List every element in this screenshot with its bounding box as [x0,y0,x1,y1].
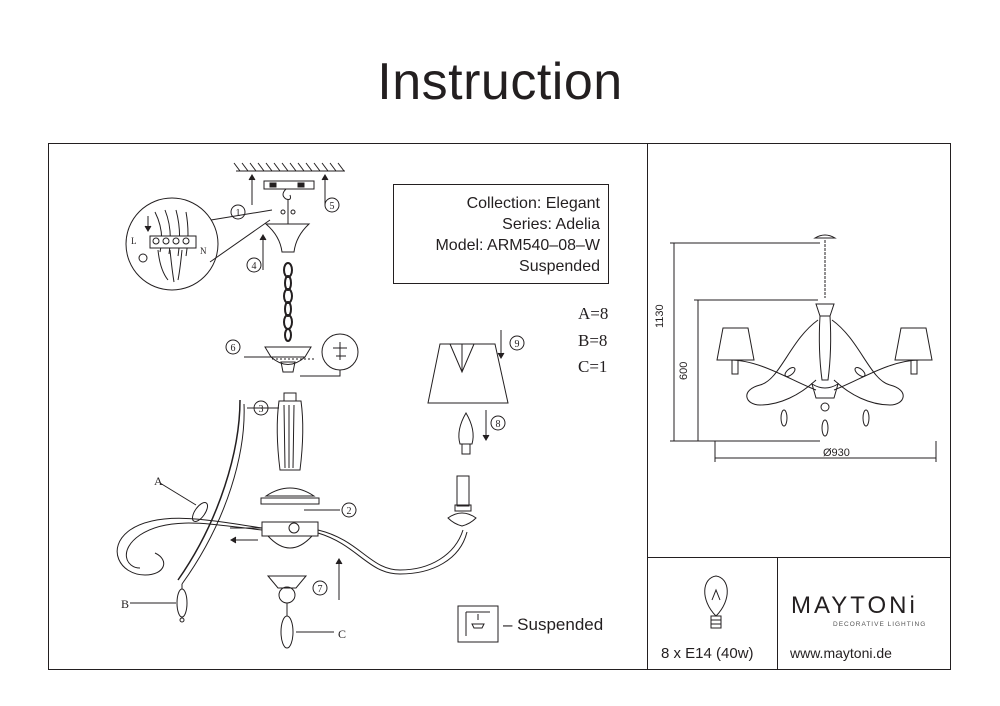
step-8: 8 [496,419,501,430]
type-label: Suspended [519,258,600,275]
legend-suspended-text: – Suspended [503,615,604,634]
dimension-diameter: Ø930 [823,447,850,459]
model-label: Model: ARM540–08–W [435,237,600,254]
part-count-c: C=1 [578,357,608,376]
step-numbers: 1 2 3 4 5 6 7 8 9 [231,201,520,595]
pendant-b [130,584,188,623]
brand-website: www.maytoni.de [790,645,892,661]
step-9: 9 [515,339,520,350]
product-info-box: Collection: Elegant Series: Adelia Model… [393,184,609,284]
step-5: 5 [330,201,335,212]
wire-label-l: L [131,236,137,246]
upper-cup [244,333,359,377]
mounting-bracket [248,174,329,205]
part-count-a: A=8 [578,304,609,323]
brand-tagline: DECORATIVE LIGHTING [833,621,927,628]
wiring-detail [125,197,273,291]
wire-label-n: N [200,246,207,256]
step-4: 4 [252,261,257,272]
step-1: 1 [236,208,241,219]
step-3: 3 [259,404,264,415]
central-column [247,392,340,549]
part-count-b: B=8 [578,331,608,350]
ceiling-hatch [233,162,345,172]
step-6: 6 [231,343,236,354]
suspended-icon [457,605,499,643]
bulb [458,410,490,455]
chain [283,262,293,342]
step-callouts [225,197,525,596]
left-arm [116,399,263,585]
canopy [259,199,311,270]
right-arm [317,475,477,575]
bulb-spec: 8 x E14 (40w) [661,645,754,662]
frame-divider-horizontal [647,557,951,558]
step-2: 2 [347,506,352,517]
overview-drawing [670,234,937,462]
step-7: 7 [318,584,323,595]
series-label: Series: Adelia [502,216,600,233]
part-label-b: B [121,597,130,611]
lampshade [427,330,509,404]
part-label-c: C [338,627,347,641]
frame-divider-footer [777,557,778,670]
bottom-cup [266,558,343,649]
page-title: Instruction [377,53,623,111]
bulb-icon [704,575,728,629]
document-frame [48,143,951,670]
brand-logo: MAYTONi [791,592,918,619]
frame-divider-vertical [647,143,648,670]
part-label-a: A [154,474,163,488]
collection-label: Collection: Elegant [466,195,600,212]
